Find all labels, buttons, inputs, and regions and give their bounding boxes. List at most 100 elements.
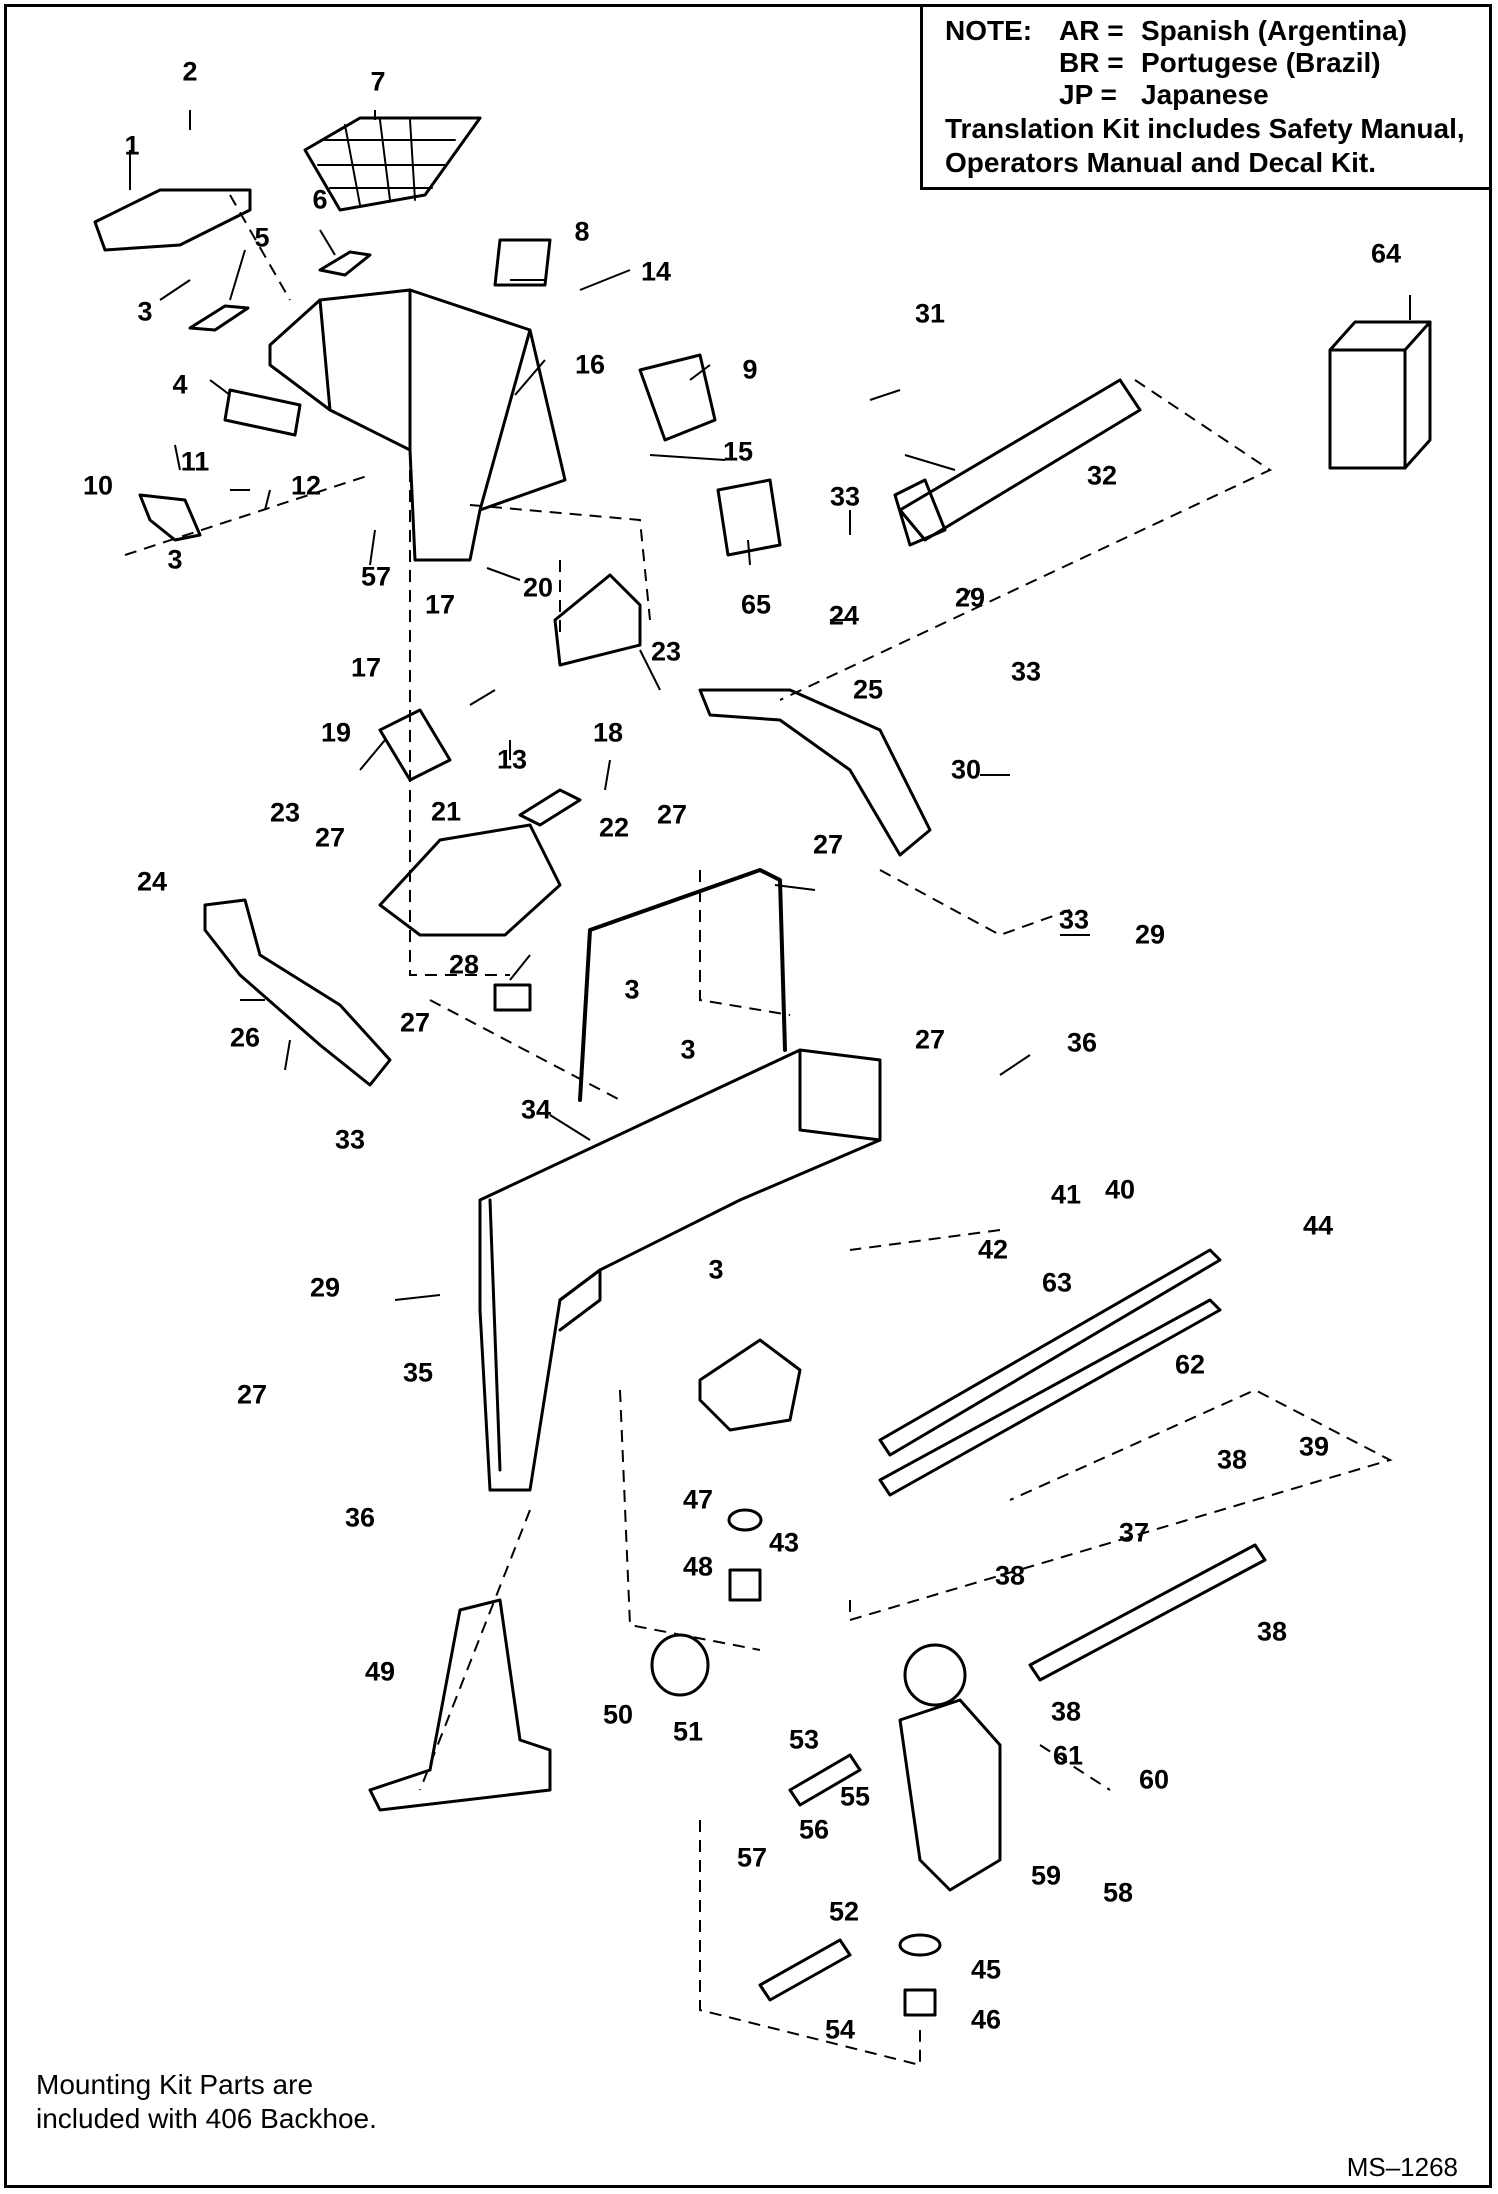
callout-7: 7 xyxy=(370,66,386,97)
part-21-plate xyxy=(378,823,562,937)
note-language-br: Portugese (Brazil) xyxy=(1141,47,1381,78)
callout-30: 30 xyxy=(950,754,982,785)
callout-61: 61 xyxy=(1052,1740,1084,1771)
callout-27: 27 xyxy=(236,1379,268,1410)
part-44-rail-lower xyxy=(878,1298,1222,1497)
callout-3: 3 xyxy=(680,1034,696,1065)
part-sprocket xyxy=(903,1643,967,1707)
callout-51: 51 xyxy=(672,1716,704,1747)
part-48-nut xyxy=(728,1568,762,1602)
part-5-plate xyxy=(188,304,250,332)
note-code-jp: JP = xyxy=(1059,79,1117,110)
part-7-decal xyxy=(303,116,482,212)
translation-note-box: NOTE: AR = Spanish (Argentina) BR = Port… xyxy=(920,4,1492,190)
callout-41: 41 xyxy=(1050,1179,1082,1210)
callout-33: 33 xyxy=(334,1124,366,1155)
callout-3: 3 xyxy=(167,544,183,575)
part-26-arm xyxy=(203,898,392,1087)
note-kit-line-2: Operators Manual and Decal Kit. xyxy=(945,147,1376,178)
note-code-br: BR = xyxy=(1059,47,1124,78)
callout-27: 27 xyxy=(812,829,844,860)
part-22-clip xyxy=(518,788,582,827)
callout-14: 14 xyxy=(640,256,672,287)
callout-64: 64 xyxy=(1370,238,1402,269)
callout-65: 65 xyxy=(740,589,772,620)
swing-pivot xyxy=(698,1338,802,1432)
callout-1: 1 xyxy=(124,130,140,161)
callout-43: 43 xyxy=(768,1527,800,1558)
callout-29: 29 xyxy=(954,582,986,613)
note-language-jp: Japanese xyxy=(1141,79,1269,110)
callout-34: 34 xyxy=(520,1094,552,1125)
callout-53: 53 xyxy=(788,1724,820,1755)
note-heading: NOTE: xyxy=(945,15,1033,46)
callout-27: 27 xyxy=(914,1024,946,1055)
callout-29: 29 xyxy=(309,1272,341,1303)
part-25-arm xyxy=(698,688,932,857)
part-44-rail-upper xyxy=(878,1248,1222,1457)
part-49-stand xyxy=(368,1598,552,1812)
callout-38: 38 xyxy=(1050,1696,1082,1727)
callout-63: 63 xyxy=(1041,1267,1073,1298)
callout-20: 20 xyxy=(522,572,554,603)
callout-47: 47 xyxy=(682,1484,714,1515)
part-4-decal xyxy=(223,388,302,437)
diagram-frame xyxy=(4,4,1492,2188)
callout-16: 16 xyxy=(574,349,606,380)
callout-60: 60 xyxy=(1138,1764,1170,1795)
callout-10: 10 xyxy=(82,470,114,501)
callout-57: 57 xyxy=(736,1842,768,1873)
callout-54: 54 xyxy=(824,2014,856,2045)
callout-45: 45 xyxy=(970,1954,1002,1985)
callout-27: 27 xyxy=(656,799,688,830)
callout-17: 17 xyxy=(424,589,456,620)
callout-25: 25 xyxy=(852,674,884,705)
callout-55: 55 xyxy=(839,1781,871,1812)
callout-58: 58 xyxy=(1102,1877,1134,1908)
part-10-latch xyxy=(138,493,202,542)
leader-lines xyxy=(129,110,1411,1301)
callout-37: 37 xyxy=(1118,1517,1150,1548)
callout-4: 4 xyxy=(172,369,188,400)
part-53-pin xyxy=(788,1753,862,1807)
callout-26: 26 xyxy=(229,1022,261,1053)
callout-33: 33 xyxy=(1010,656,1042,687)
note-code-ar: AR = xyxy=(1059,15,1124,46)
part-37-chain xyxy=(1028,1543,1267,1682)
part-16-cover xyxy=(268,288,567,562)
callout-40: 40 xyxy=(1104,1174,1136,1205)
callout-29: 29 xyxy=(1134,919,1166,950)
callout-35: 35 xyxy=(402,1357,434,1388)
roll-bar xyxy=(578,868,787,1102)
part-9-logo-decal xyxy=(638,353,717,442)
part-64-translation-kit xyxy=(1328,320,1432,470)
callout-22: 22 xyxy=(598,812,630,843)
callout-27: 27 xyxy=(314,822,346,853)
callout-33: 33 xyxy=(1058,904,1090,935)
callout-24: 24 xyxy=(136,866,168,897)
callout-49: 49 xyxy=(364,1656,396,1687)
part-54-shaft xyxy=(758,1938,852,2002)
callout-3: 3 xyxy=(624,974,640,1005)
footnote-line-2: included with 406 Backhoe. xyxy=(36,2103,377,2134)
part-19-bracket xyxy=(378,708,452,782)
part-8-decal xyxy=(493,238,552,287)
part-20-bracket xyxy=(553,573,642,667)
part-1-bracket xyxy=(93,188,252,252)
callout-21: 21 xyxy=(430,796,462,827)
callout-17: 17 xyxy=(350,652,382,683)
note-language-ar: Spanish (Argentina) xyxy=(1141,15,1408,46)
callout-33: 33 xyxy=(829,481,861,512)
callout-23: 23 xyxy=(650,636,682,667)
part-6-plate xyxy=(318,250,372,277)
reference-lines xyxy=(124,194,1393,2067)
callout-18: 18 xyxy=(592,717,624,748)
callout-50: 50 xyxy=(602,1699,634,1730)
callout-23: 23 xyxy=(269,797,301,828)
part-46-bushing xyxy=(903,1988,937,2017)
callout-12: 12 xyxy=(290,470,322,501)
callout-44: 44 xyxy=(1302,1210,1334,1241)
callout-38: 38 xyxy=(994,1560,1026,1591)
note-kit-line-1: Translation Kit includes Safety Manual, xyxy=(945,113,1465,144)
